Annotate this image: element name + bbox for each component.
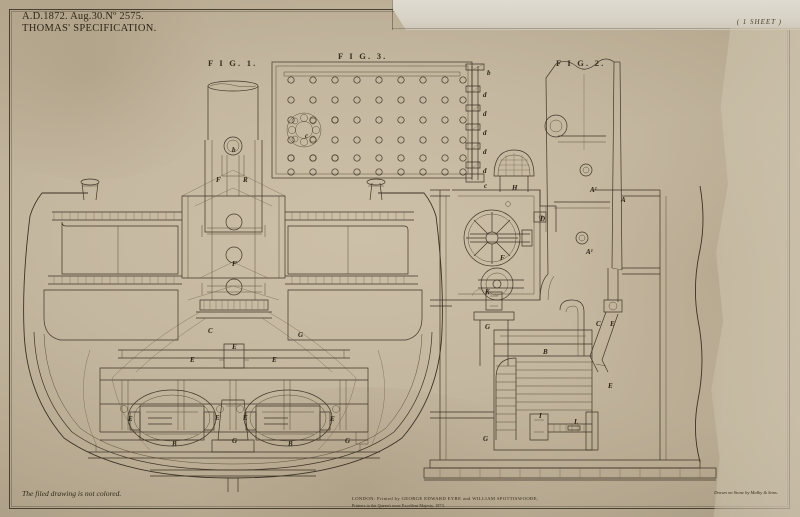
fig2-label-d-4: d <box>483 148 487 156</box>
patent-header-date: A.D.1872. Aug.30.Nº 2575. <box>22 11 145 22</box>
fig1-caption: F I G. 1. <box>208 58 258 68</box>
lithographer-credit: Drawn on Stone by Malby & Sons. <box>714 490 778 495</box>
fig1-label-F-3: F <box>232 260 237 268</box>
fig2-label-B-17: B <box>543 348 548 356</box>
fig1-label-E-7: E <box>190 356 195 364</box>
fig2-label-D-8: D <box>540 215 546 223</box>
paper-torn-edge-overlay <box>711 28 800 517</box>
fig2-label-d-3: d <box>483 129 487 137</box>
fig1-label-E-10: E <box>215 414 220 422</box>
fig2-label-d-5: d <box>483 167 487 175</box>
fig2-label-A-9: A <box>621 196 626 204</box>
fig3-caption: F I G. 3. <box>338 51 388 61</box>
fig2-caption: F I G. 2. <box>556 58 606 68</box>
fig1-label-F-1: F <box>216 176 221 184</box>
fig1-label-G-16: G <box>345 437 351 445</box>
fig2-label-C-15: C <box>596 320 601 328</box>
fig2-label-E-18: E <box>608 382 613 390</box>
fig2-label-L-20: L <box>574 418 579 426</box>
fig1-label-G-5: G <box>298 331 304 339</box>
fig3-label-c-0: c <box>305 132 309 140</box>
fig1-label-E-9: E <box>128 415 133 423</box>
fig2-label-d-1: d <box>483 91 487 99</box>
fig2-label-d-2: d <box>483 110 487 118</box>
fig2-label-c-6: c <box>484 182 488 190</box>
fig1-label-R-2: R <box>243 176 248 184</box>
fig2-label-I-19: I <box>539 412 542 420</box>
fig2-label-A-11: A¹ <box>586 248 593 256</box>
imprint-line-2: Printers to the Queen's most Excellent M… <box>352 502 445 508</box>
paper-fold-overlay <box>392 0 800 30</box>
fig2-label-A-10: A¹ <box>590 186 597 194</box>
patent-header-title: THOMAS' SPECIFICATION. <box>22 23 157 34</box>
imprint-line-1: LONDON: Printed by GEORGE EDWARD EYRE an… <box>352 496 539 501</box>
fig2-label-K-13: K <box>485 288 490 296</box>
fig1-label-E-11: E <box>243 414 248 422</box>
fig2-label-b-0: b <box>487 69 491 77</box>
paper-fold-edge <box>392 0 393 30</box>
fig1-label-B-14: B <box>288 440 293 448</box>
fig1-label-E-8: E <box>272 356 277 364</box>
sheet-count-note: ( 1 SHEET ) <box>736 18 782 26</box>
fig2-label-F-12: F <box>500 254 505 262</box>
fig2-label-H-7: H <box>512 184 518 192</box>
fig1-label-B-13: B <box>172 440 177 448</box>
fig2-label-E-16: E <box>610 320 615 328</box>
filed-drawing-note: The filed drawing is not colored. <box>22 489 122 498</box>
fig1-label-b-0: b <box>232 146 236 154</box>
fig2-label-G-21: G <box>483 435 489 443</box>
printer-imprint: LONDON: Printed by GEORGE EDWARD EYRE an… <box>352 496 539 509</box>
fig1-label-G-15: G <box>232 437 238 445</box>
fig1-label-E-12: E <box>330 415 335 423</box>
fig2-label-G-14: G <box>485 323 491 331</box>
fig1-label-C-4: C <box>208 327 213 335</box>
paper-tear-line <box>392 28 800 29</box>
fig1-label-E-6: E <box>232 343 237 351</box>
